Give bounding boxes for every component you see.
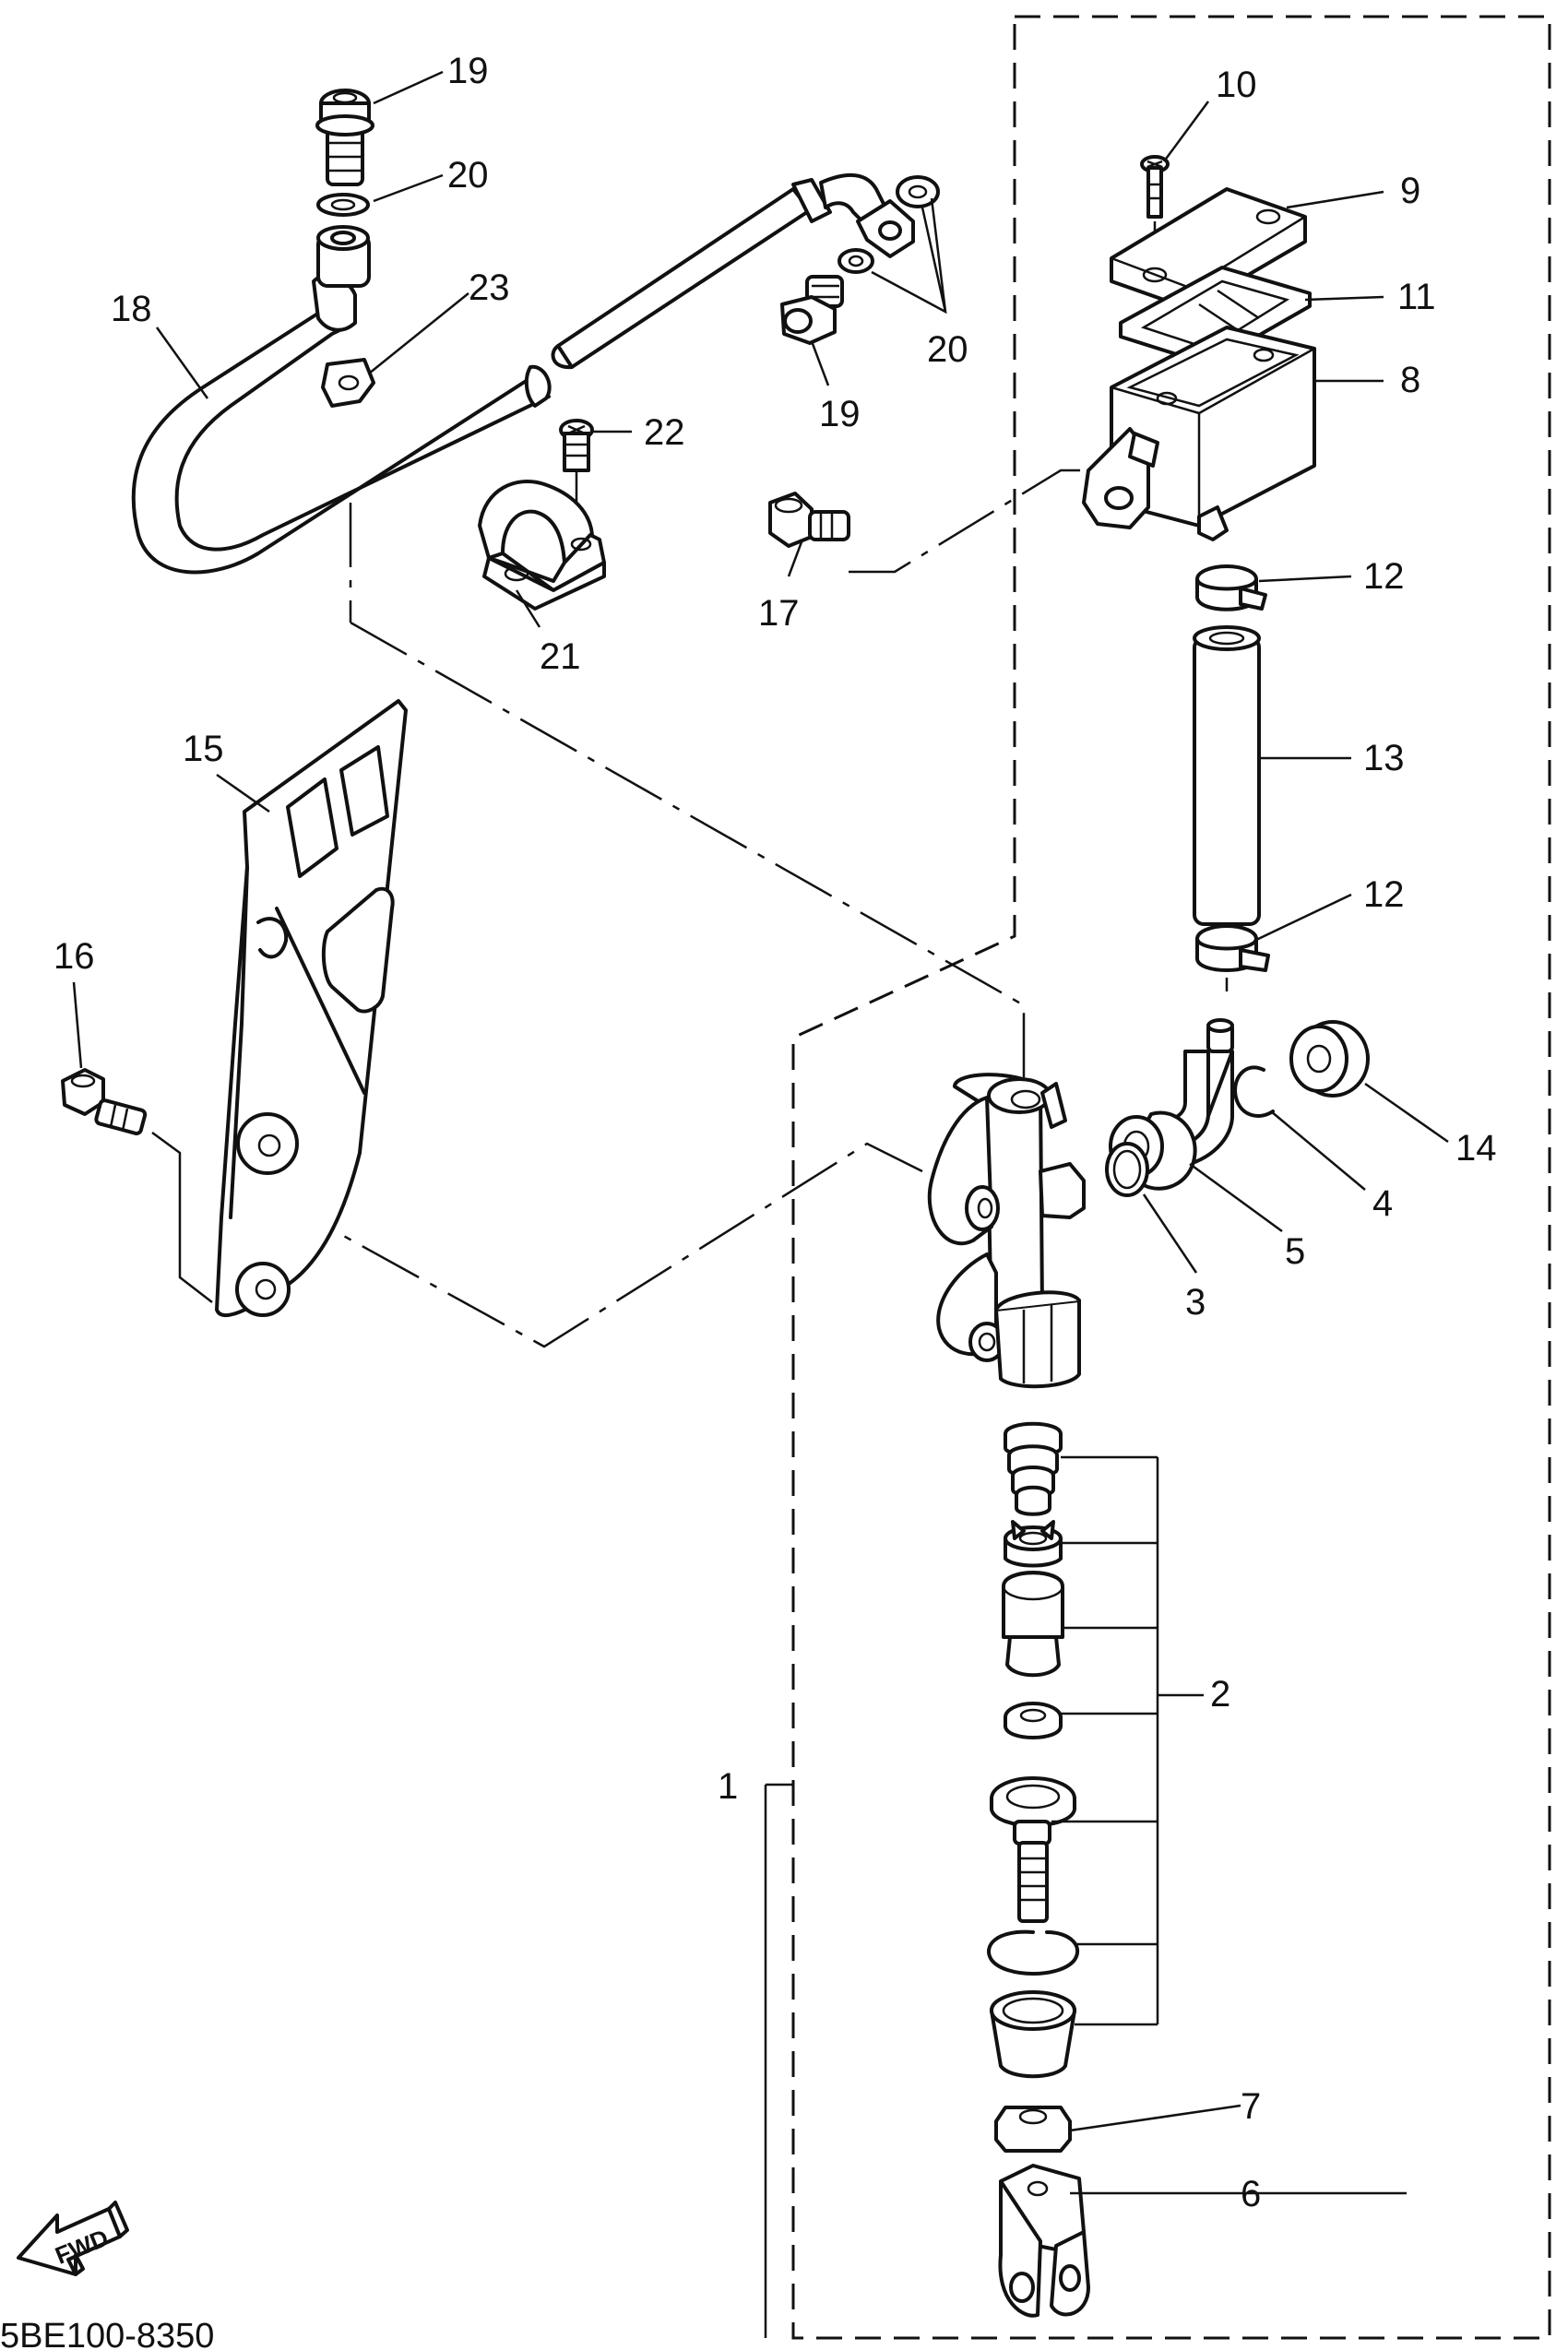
copper-washer-20-b — [896, 175, 940, 208]
diagram-code: 5BE100-8350 — [0, 2317, 214, 2350]
spring — [1004, 1421, 1063, 1516]
callout-label: 1 — [718, 1766, 738, 1807]
callout-label: 2 — [1210, 1674, 1230, 1715]
callout-label: 17 — [758, 593, 800, 634]
hose-clamp-12-bottom — [1195, 924, 1270, 991]
copper-washer-20-a — [837, 248, 874, 274]
hose-holder-21 — [478, 480, 606, 611]
callout-label: 12 — [1363, 556, 1405, 597]
callout-label: 3 — [1185, 1282, 1206, 1323]
screw-10 — [1140, 155, 1170, 219]
grommet-14 — [1289, 1020, 1370, 1098]
bolt16-bracket-line — [151, 1131, 213, 1303]
push-rod-circlip — [987, 1929, 1080, 1976]
callout-label: 18 — [111, 289, 152, 329]
callout-label: 4 — [1372, 1183, 1393, 1224]
union-bolt-19-middle — [780, 275, 844, 345]
brake-hose-18 — [131, 172, 915, 575]
reservoir-tank-8 — [1082, 326, 1316, 541]
hose-clamp-12-top — [1195, 564, 1267, 611]
dust-boot — [990, 1990, 1076, 2079]
dashdot-line-hose-cylinder-path — [350, 621, 1026, 1088]
callout-label: 22 — [644, 412, 685, 453]
callout-label: 23 — [469, 267, 510, 308]
heel-guard-15 — [215, 699, 408, 1318]
callout-label: 15 — [183, 729, 224, 769]
callout-label: 19 — [447, 51, 489, 91]
push-rod — [1013, 1820, 1051, 1923]
callout-label: 5 — [1285, 1231, 1305, 1272]
hose-clip-23 — [321, 358, 375, 408]
fwd-arrow-icon: FWD — [17, 2201, 129, 2276]
callout-label: 21 — [540, 636, 581, 677]
callout-label: 16 — [53, 936, 95, 977]
piston-cup — [1002, 1571, 1064, 1678]
piston-washer — [1004, 1702, 1063, 1739]
callout-label: 7 — [1241, 2086, 1261, 2127]
push-rod-boot-plate — [990, 1776, 1076, 1828]
dashdot-line-bracket-to-cylinder — [276, 1142, 923, 1348]
master-cylinder-body — [927, 1073, 1086, 1389]
callout-label: 9 — [1400, 171, 1420, 211]
assembly-boundary-master-cylinder — [791, 15, 1551, 2340]
reservoir-hose-13 — [1193, 625, 1261, 926]
callout-label: 20 — [927, 329, 968, 370]
callout-labels: 1 2 3 4 5 6 7 8 9 10 11 12 12 13 14 15 1… — [53, 51, 1497, 2214]
clevis-6 — [998, 2164, 1090, 2318]
dashdot-line-bolt17-to-reservoir — [849, 469, 1088, 574]
callout-label: 12 — [1363, 874, 1405, 915]
callout-label: 14 — [1455, 1128, 1497, 1169]
screw-22 — [559, 419, 594, 472]
copper-washer-20-top — [316, 193, 370, 217]
circlip-4 — [1233, 1065, 1275, 1118]
callout-label: 20 — [447, 155, 489, 196]
callout-label: 8 — [1400, 360, 1420, 400]
callout-label: 19 — [819, 394, 861, 434]
spring-seat — [1004, 1520, 1063, 1568]
callout-label: 11 — [1397, 277, 1436, 317]
bolt-16 — [61, 1068, 148, 1135]
leader-lines — [72, 70, 1449, 2338]
bolt-17 — [768, 492, 850, 548]
callout-label: 10 — [1216, 65, 1257, 105]
piston-kit-2 — [987, 1421, 1080, 2079]
callout-label: 6 — [1241, 2174, 1261, 2214]
callout-label: 13 — [1363, 738, 1405, 778]
union-bolt-19-top — [315, 89, 374, 186]
nut-7 — [994, 2106, 1072, 2153]
